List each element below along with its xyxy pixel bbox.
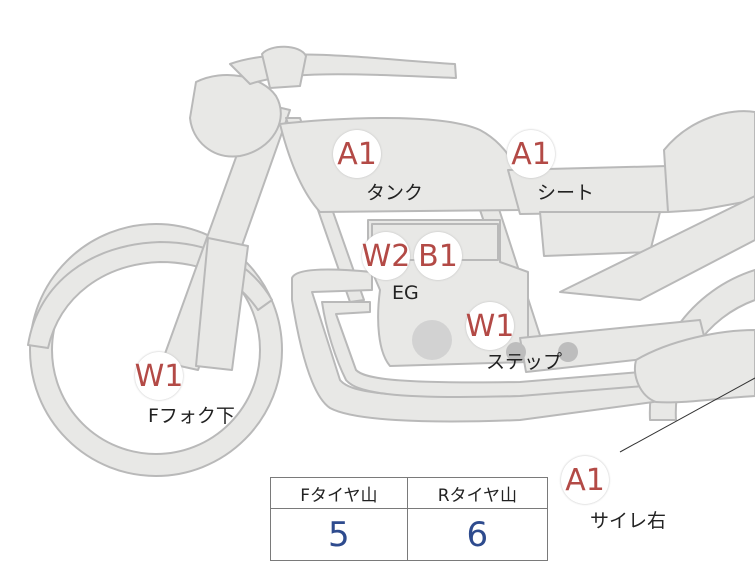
badge-engine-b: B1: [414, 232, 462, 280]
tail-cowl: [663, 110, 755, 213]
label-fork: Fフォク下: [148, 405, 235, 427]
leader-line: [619, 377, 755, 453]
value-front-tire: 5: [270, 508, 408, 561]
header-rear-tire: Rタイヤ山: [406, 477, 549, 509]
badge-silencer: A1: [561, 456, 609, 504]
label-seat: シート: [537, 182, 595, 204]
label-engine: EG: [392, 282, 419, 304]
label-step: ステップ: [486, 351, 563, 373]
badge-engine-w: W2: [362, 232, 410, 280]
badge-seat: A1: [507, 130, 555, 178]
silencer: [634, 329, 755, 404]
label-tank: タンク: [366, 182, 424, 204]
badge-step: W1: [466, 302, 514, 350]
badge-fork: W1: [135, 352, 183, 400]
header-front-tire: Fタイヤ山: [270, 477, 408, 509]
value-rear-tire: 6: [406, 508, 549, 561]
tire-tread-table: Fタイヤ山 Rタイヤ山 5 6: [270, 477, 549, 561]
badge-tank: A1: [333, 130, 381, 178]
label-silencer: サイレ右: [590, 510, 667, 532]
